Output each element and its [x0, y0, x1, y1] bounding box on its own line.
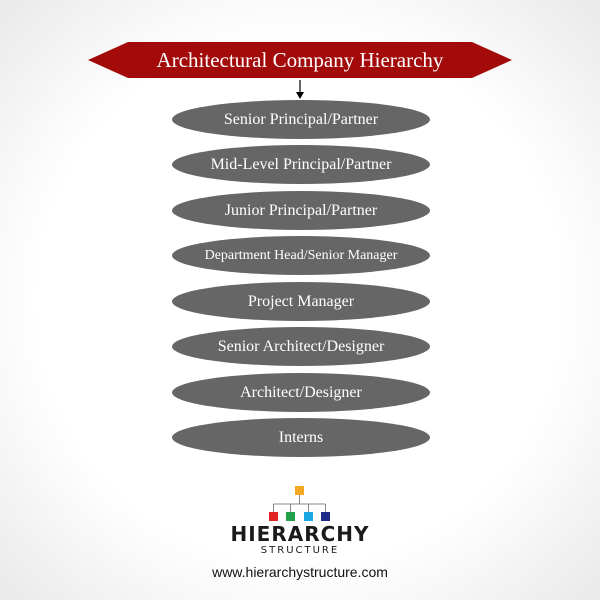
title-banner: Architectural Company Hierarchy — [88, 40, 512, 80]
down-arrow-icon — [296, 80, 304, 99]
level-department-head: Department Head/Senior Manager — [172, 236, 430, 275]
logo-subtitle: STRUCTURE — [260, 545, 340, 556]
website-link[interactable]: www.hierarchystructure.com — [212, 564, 388, 580]
level-architect: Architect/Designer — [172, 373, 430, 412]
title-banner-shape — [88, 42, 512, 78]
hierarchy-structure-logo: HIERARCHY STRUCTURE — [225, 484, 375, 558]
level-mid-level-principal: Mid-Level Principal/Partner — [172, 145, 430, 184]
diagram-title: Architectural Company Hierarchy — [156, 47, 444, 72]
level-junior-principal: Junior Principal/Partner — [172, 191, 430, 230]
level-project-manager: Project Manager — [172, 282, 430, 321]
level-senior-principal: Senior Principal/Partner — [172, 100, 430, 139]
logo-name: HIERARCHY — [230, 522, 370, 546]
level-senior-architect: Senior Architect/Designer — [172, 327, 430, 366]
level-interns: Interns — [172, 418, 430, 457]
org-chart-icon — [269, 486, 330, 521]
